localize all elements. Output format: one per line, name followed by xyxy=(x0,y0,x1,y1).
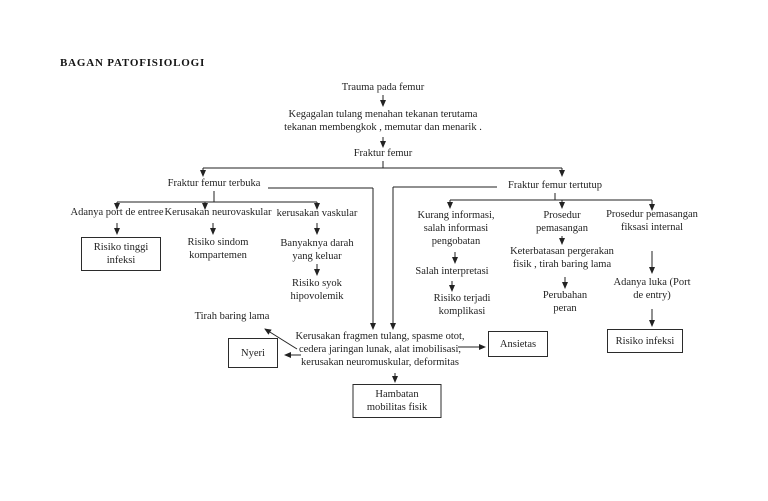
node-adanya-luka: Adanya luka (Port de entry) xyxy=(613,277,691,301)
page-title: BAGAN PATOFISIOLOGI xyxy=(60,57,206,69)
node-trauma-pada-femur: Trauma pada femur xyxy=(341,82,425,93)
node-keterbatasan-pergerakan: Keterbatasan pergerakan fisik , tirah ba… xyxy=(510,246,614,270)
node-ansietas: Ansietas xyxy=(488,331,548,357)
node-salah-interpretasi: Salah interpretasi xyxy=(415,266,489,277)
node-nyeri: Nyeri xyxy=(228,338,278,368)
node-tirah-baring-lama: Tirah baring lama xyxy=(194,311,270,322)
node-kerusakan-vaskular: kerusakan vaskular xyxy=(276,208,358,219)
node-risiko-komplikasi: Risiko terjadi komplikasi xyxy=(433,293,491,317)
node-hambatan-mobilitas: Hambatan mobilitas fisik xyxy=(352,384,442,418)
node-fraktur-terbuka: Fraktur femur terbuka xyxy=(167,178,261,189)
node-risiko-syok-hipovolemik: Risiko syok hipovolemik xyxy=(290,278,344,302)
node-prosedur-pemasangan: Prosedur pemasangan xyxy=(536,210,588,234)
node-prosedur-fiksasi-internal: Prosedur pemasangan fiksasi internal xyxy=(606,209,698,233)
node-port-de-entree: Adanya port de entree xyxy=(70,207,164,218)
node-kerusakan-fragmen: Kerusakan fragmen tulang, spasme otot, c… xyxy=(295,331,465,368)
node-kerusakan-neurovaskular: Kerusakan neurovaskular xyxy=(164,207,272,218)
node-risiko-tinggi-infeksi: Risiko tinggi infeksi xyxy=(81,237,161,271)
node-fraktur-femur: Fraktur femur xyxy=(353,148,413,159)
node-perubahan-peran: Perubahan peran xyxy=(542,290,588,314)
node-risiko-sindom-kompartemen: Risiko sindom kompartemen xyxy=(187,237,249,261)
node-risiko-infeksi: Risiko infeksi xyxy=(607,329,683,353)
node-kegagalan-tulang: Kegagalan tulang menahan tekanan terutam… xyxy=(284,109,482,133)
node-kurang-informasi: Kurang informasi, salah informasi pengob… xyxy=(417,210,495,247)
node-fraktur-tertutup: Fraktur femur tertutup xyxy=(508,180,602,191)
node-banyaknya-darah: Banyaknya darah yang keluar xyxy=(280,238,354,262)
